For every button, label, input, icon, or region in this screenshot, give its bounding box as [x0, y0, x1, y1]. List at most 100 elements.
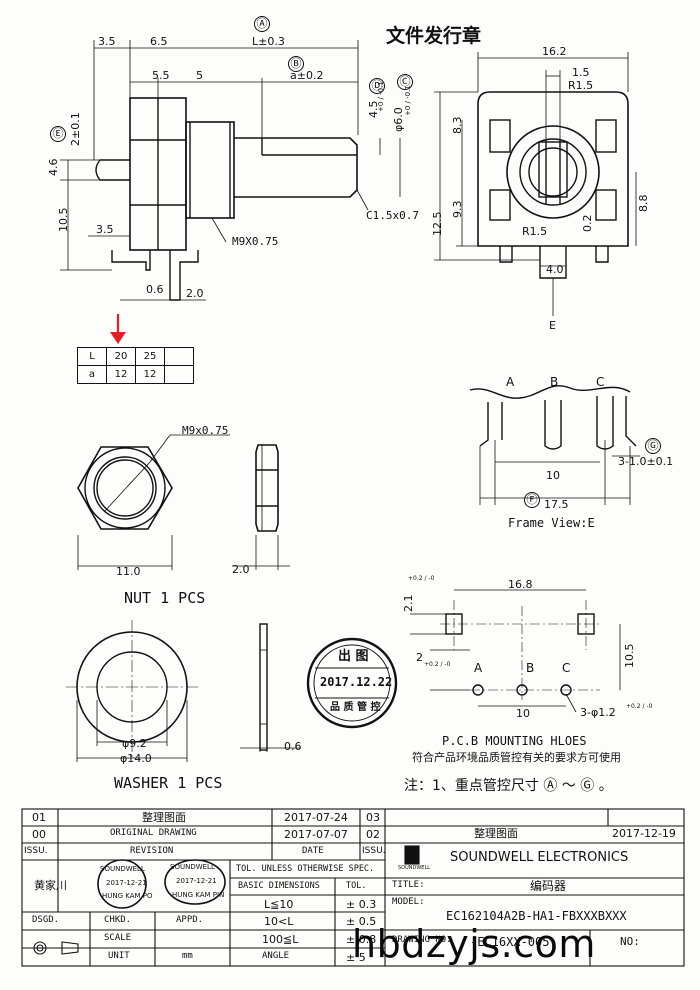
pcb-holes: 3-φ1.2 — [580, 706, 616, 719]
dim-2-0: 2.0 — [186, 287, 204, 300]
dim-0-2: 0.2 — [581, 214, 594, 233]
side-view-drawing — [60, 40, 401, 301]
pcb-2-1: 2.1 — [402, 594, 415, 613]
marker-f: Ⓕ — [524, 492, 540, 508]
stamp1-person: HUNG KAM PO — [102, 892, 153, 900]
nut-drawing — [77, 434, 290, 570]
pcb-10-5: 10.5 — [623, 643, 636, 669]
tol-value-2: ± 0.5 — [346, 915, 377, 928]
watermark: hbdzyjs.com — [352, 922, 596, 966]
pcb-16-8: 16.8 — [508, 578, 533, 591]
a-value-1: 12 — [106, 365, 136, 384]
approval-stamps-art — [97, 859, 226, 909]
length-value-2: 25 — [135, 347, 165, 366]
dsgd-label: DSGD. — [32, 915, 60, 925]
rev-header-revision: REVISION — [130, 846, 174, 856]
company-name: SOUNDWELL ELECTRONICS — [450, 850, 629, 865]
basic-dims: BASIC DIMENSIONS — [238, 881, 320, 891]
pin-b: B — [550, 375, 559, 389]
control-note: 注：1、重点管控尺寸 Ⓐ ～ Ⓖ 。 — [404, 778, 613, 794]
rev-idx-1: 03 — [366, 811, 380, 824]
dim-3-5-bot: 3.5 — [96, 223, 114, 236]
tol-range-3: 100≦L — [262, 933, 299, 946]
rev-date-0: 2017-07-07 — [284, 828, 348, 841]
dim-0-6: 0.6 — [146, 283, 164, 296]
dim-r1-5-top: R1.5 — [568, 79, 594, 92]
marker-e: Ⓔ — [50, 126, 66, 142]
pcb-holes-tol: +0.2 / -0 — [626, 703, 653, 710]
pcb-2: 2 — [416, 651, 423, 664]
dim-12-5: 12.5 — [431, 211, 444, 237]
dim-6-0-tol: +0 / -0.1 — [404, 85, 412, 116]
stamp2-date: 2017-12-21 — [176, 877, 217, 885]
tol-value-3: ± 0.8 — [346, 933, 377, 946]
stamp1-date: 2017-12-21 — [106, 879, 147, 887]
dim-m9: M9X0.75 — [232, 235, 279, 248]
marker-d: Ⓓ — [369, 78, 385, 94]
frame-view-drawing — [469, 385, 640, 505]
tol-value-1: ± 0.3 — [346, 898, 377, 911]
a-label: a — [77, 365, 107, 384]
title-block-lines — [21, 808, 685, 967]
doc-title: 文件发行章 — [386, 25, 482, 47]
unit-label: UNIT — [108, 951, 130, 961]
rev-no-0: 00 — [32, 828, 46, 841]
dim-10-frame: 10 — [546, 469, 560, 482]
pin-a: A — [506, 375, 515, 389]
rev-header-issu: ISSU. — [24, 846, 48, 856]
nut-caption: NUT 1 PCS — [124, 589, 206, 607]
right-date: 2017-12-19 — [612, 827, 676, 840]
dim-10-5: 10.5 — [57, 207, 70, 233]
label-e: E — [549, 319, 556, 332]
pcb-pin-c: C — [562, 661, 571, 675]
drawn-by: 黄家川 — [34, 879, 67, 892]
nut-width: 11.0 — [116, 565, 141, 578]
drawing-no-label: DRAWING NO. — [392, 935, 452, 945]
dim-2-01: 2±0.1 — [69, 112, 82, 146]
pcb-pin-a: A — [474, 661, 483, 675]
qc-stamp-art — [306, 637, 398, 729]
stamp-date: 2017.12.22 — [320, 675, 393, 689]
tol-label: TOL. — [346, 881, 367, 891]
washer-thickness: 0.6 — [284, 740, 302, 753]
right-desc: 整理图面 — [474, 827, 518, 840]
marker-g: Ⓖ — [645, 438, 661, 454]
length-row-l: L 20 25 — [77, 347, 194, 366]
drawing-no-value: -EC16XX-005 — [470, 935, 550, 949]
rev-no-1: 01 — [32, 811, 46, 824]
length-table: L 20 25 a 12 12 — [77, 347, 194, 384]
no-label: NO: — [620, 935, 640, 948]
rev-desc-0: ORIGINAL DRAWING — [110, 828, 197, 838]
length-empty — [164, 347, 194, 366]
scale-label: SCALE — [104, 933, 132, 943]
unit-value: mm — [182, 951, 193, 961]
dim-3-5-top: 3.5 — [98, 35, 116, 48]
dim-4-0: 4.0 — [546, 263, 564, 276]
tol-header: TOL. UNLESS OTHERWISE SPEC. — [236, 864, 375, 874]
title-label: TITLE: — [392, 880, 425, 890]
rev-idx-0: 02 — [366, 828, 380, 841]
frame-view-caption: Frame View:E — [508, 516, 595, 530]
logo-text: SOUNDWELL — [398, 865, 431, 871]
dim-6-5: 6.5 — [150, 35, 168, 48]
tol-range-2: 10<L — [264, 915, 294, 928]
stamp1-name: SOUNDWELL — [100, 865, 145, 873]
pcb-pin-b: B — [526, 661, 535, 675]
dim-16-2: 16.2 — [542, 45, 567, 58]
rev-desc-1: 整理图面 — [142, 811, 186, 824]
pcb-drawing — [410, 589, 621, 713]
title-value: 编码器 — [530, 879, 567, 893]
appd-label: APPD. — [176, 915, 204, 925]
marker-a: Ⓐ — [254, 16, 270, 32]
dim-3-pins: 3-1.0±0.1 — [618, 455, 674, 468]
stamp2-name: SOUNDWELL — [170, 863, 215, 871]
dim-5-5: 5.5 — [152, 69, 170, 82]
dim-a: a±0.2 — [290, 69, 324, 82]
front-view-drawing — [434, 52, 637, 316]
a-empty — [164, 365, 194, 384]
marker-c: Ⓒ — [397, 74, 413, 90]
washer-caption: WASHER 1 PCS — [114, 774, 223, 792]
tol-range-1: L≦10 — [264, 898, 294, 911]
